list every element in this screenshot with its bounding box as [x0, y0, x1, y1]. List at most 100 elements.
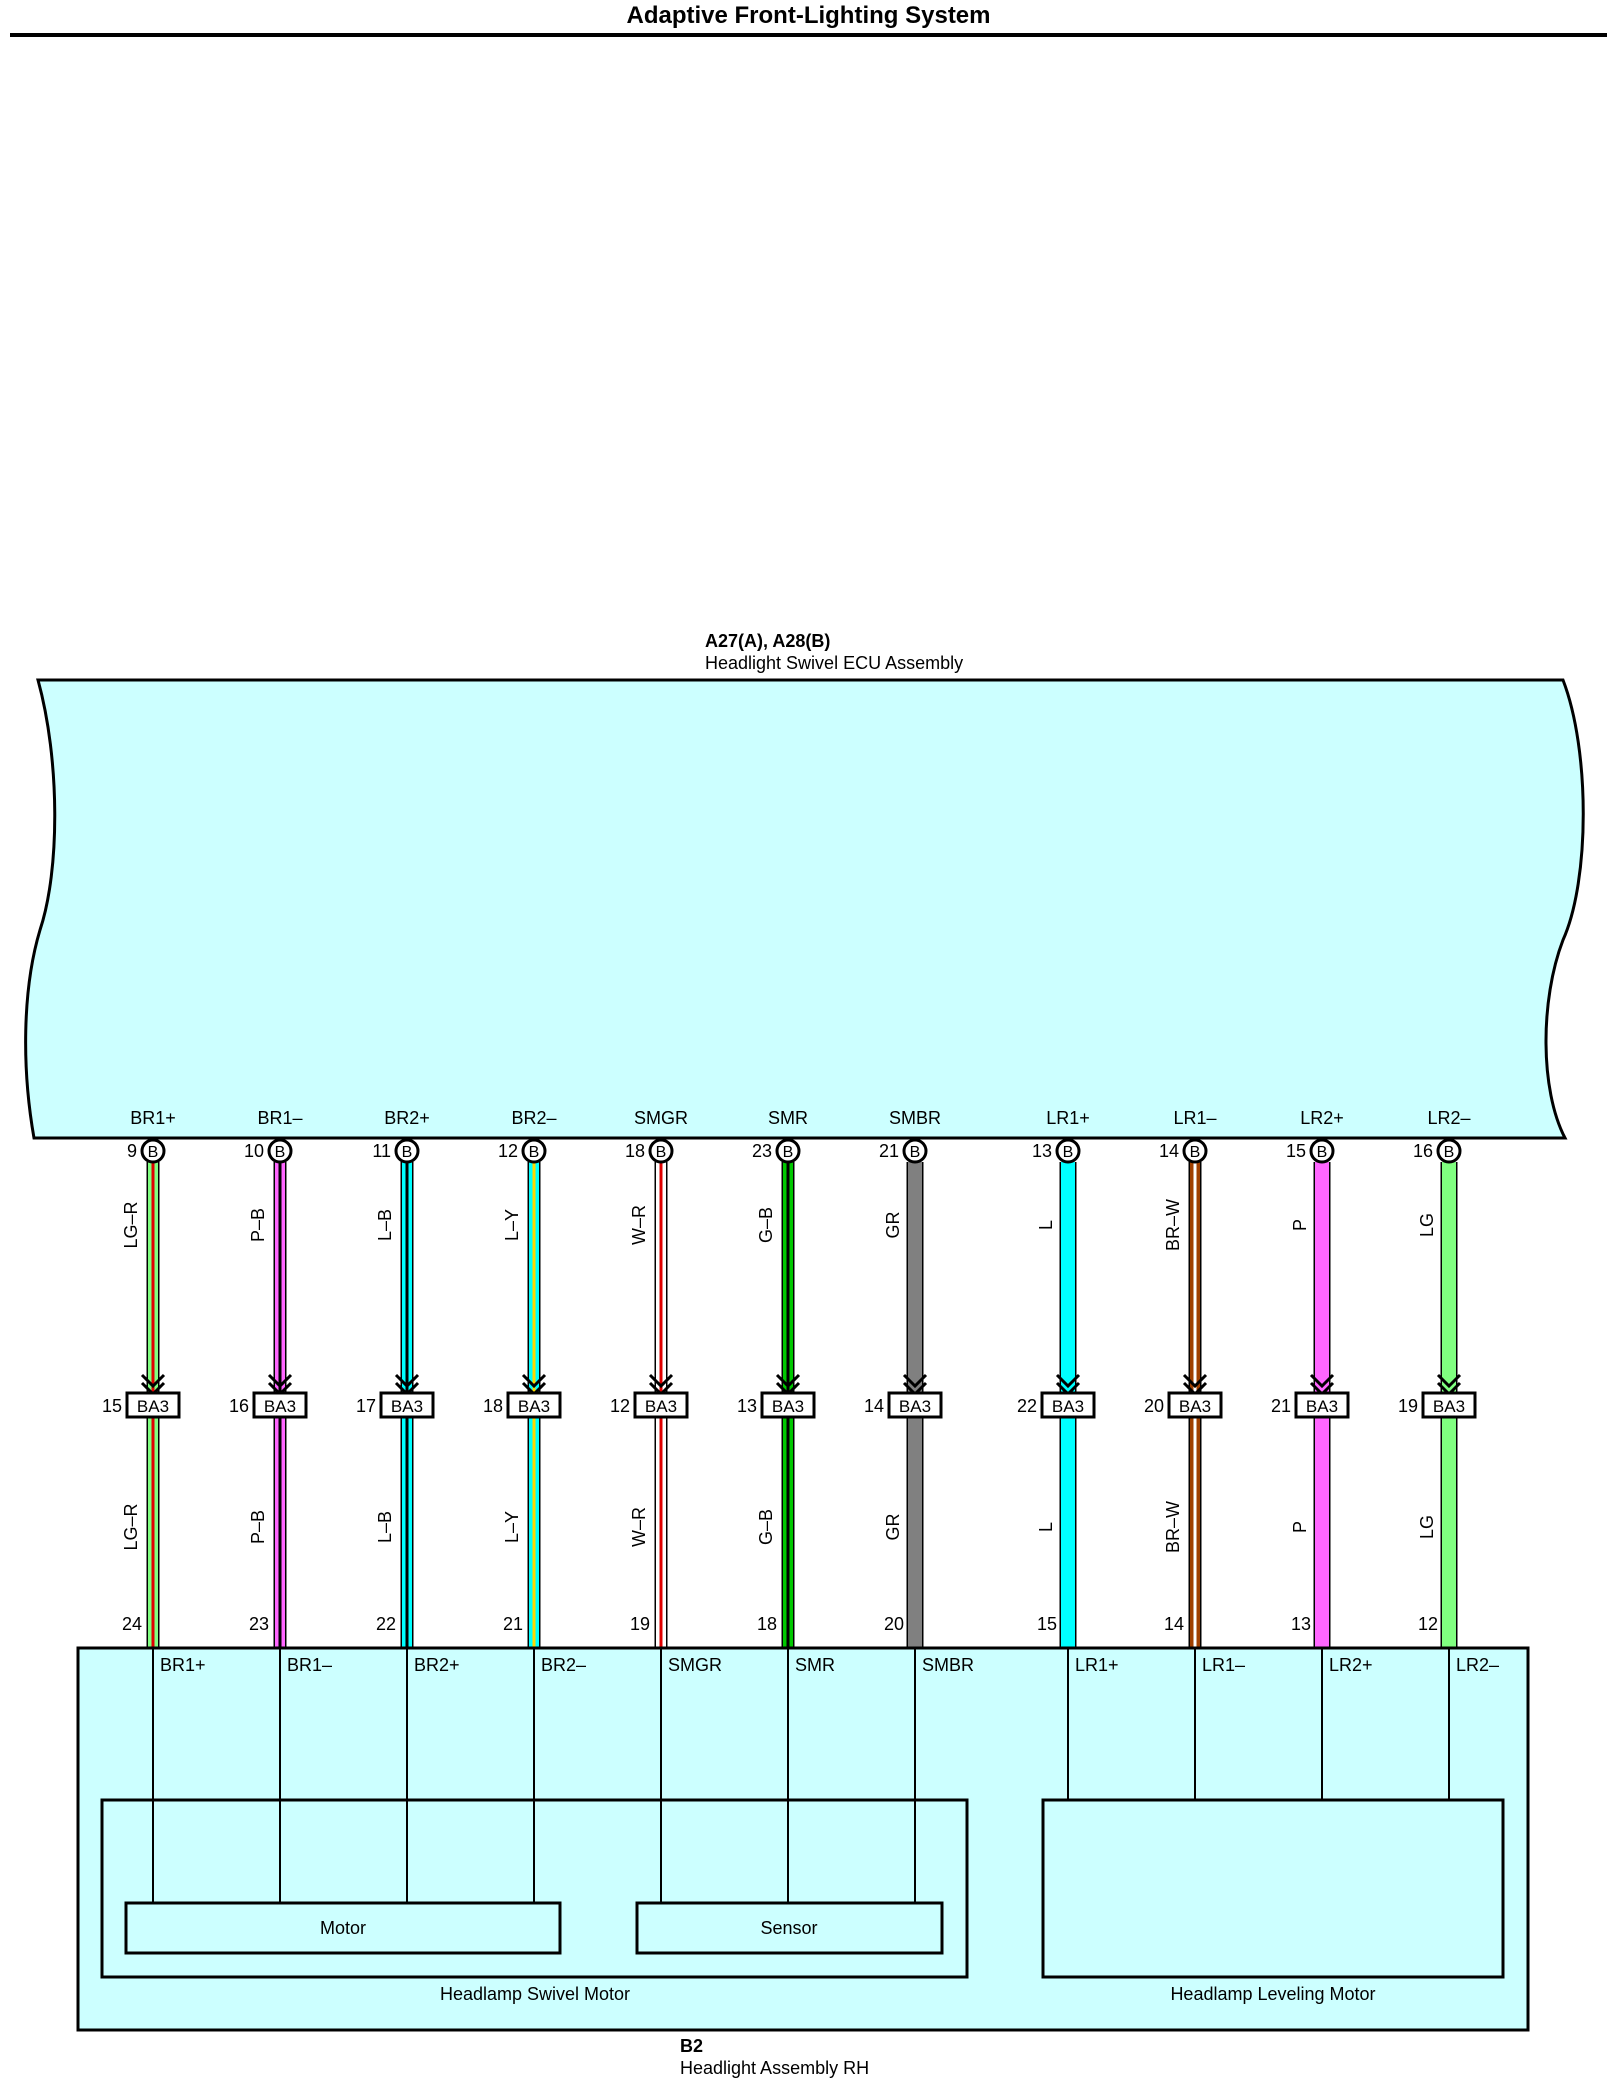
ecu-pin-circle [1182, 1138, 1208, 1164]
ecu-connector-letter: B [529, 1144, 540, 1161]
headlight-terminal-label: LR2+ [1329, 1655, 1373, 1675]
ba3-connector-label: BA3 [137, 1397, 169, 1416]
ba3-connector-label: BA3 [1179, 1397, 1211, 1416]
wires: BR1+B9BA315LG–RLG–R24BR1–B10BA316P–BP–B2… [102, 1108, 1477, 1648]
headlight-terminal-label: LR1+ [1075, 1655, 1119, 1675]
wire-color-code: L [1036, 1522, 1056, 1532]
headlight-pin-number: 22 [376, 1614, 396, 1634]
ba3-connector-box [760, 1391, 816, 1419]
connector-chevron [902, 1373, 928, 1389]
ecu-terminal-label: LR1+ [1046, 1108, 1090, 1128]
ecu-connector-letter: B [1190, 1144, 1201, 1161]
ecu-connector-letter: B [783, 1144, 794, 1161]
ba3-connector-label: BA3 [772, 1397, 804, 1416]
headlight-code: B2 [680, 2036, 703, 2056]
ecu-terminal-label: LR2+ [1300, 1108, 1344, 1128]
ecu-code: A27(A), A28(B) [705, 631, 830, 651]
ba3-connector-box [506, 1391, 562, 1419]
ba3-pin-number: 21 [1271, 1396, 1291, 1416]
headlight-terminal-label: SMBR [922, 1655, 974, 1675]
ba3-pin-number: 19 [1398, 1396, 1418, 1416]
connector-chevron [394, 1373, 420, 1389]
ba3-pin-number: 20 [1144, 1396, 1164, 1416]
headlight-pin-number: 14 [1164, 1614, 1184, 1634]
ecu-connector-letter: B [656, 1144, 667, 1161]
headlight-terminal-label: BR1– [287, 1655, 332, 1675]
connector-chevron [1182, 1373, 1208, 1389]
headlight-pin-number: 24 [122, 1614, 142, 1634]
ba3-connector-box [1421, 1391, 1477, 1419]
ba3-pin-number: 18 [483, 1396, 503, 1416]
ba3-pin-number: 22 [1017, 1396, 1037, 1416]
ba3-connector-label: BA3 [1433, 1397, 1465, 1416]
ecu-connector-letter: B [275, 1144, 286, 1161]
motor-box [124, 1901, 562, 1955]
ecu-name: Headlight Swivel ECU Assembly [705, 653, 963, 673]
ecu-pin-number: 10 [244, 1141, 264, 1161]
ecu-terminal-label: SMGR [634, 1108, 688, 1128]
leveling-motor-label: Headlamp Leveling Motor [1170, 1984, 1375, 2004]
wire-color-code: L–B [375, 1511, 395, 1543]
ecu-pin-number: 13 [1032, 1141, 1052, 1161]
ecu-pin-number: 21 [879, 1141, 899, 1161]
ba3-connector-box [1167, 1391, 1223, 1419]
headlight-terminal-label: SMR [795, 1655, 835, 1675]
ba3-pin-number: 15 [102, 1396, 122, 1416]
ba3-pin-number: 12 [610, 1396, 630, 1416]
headlight-pin-number: 23 [249, 1614, 269, 1634]
wire-color-code: L–Y [502, 1511, 522, 1543]
connector-chevron [1436, 1373, 1462, 1389]
ba3-pin-number: 17 [356, 1396, 376, 1416]
ba3-connector-box [633, 1391, 689, 1419]
ecu-pin-circle [521, 1138, 547, 1164]
wire-color-code: G–B [756, 1509, 776, 1545]
ecu-pin-circle [775, 1138, 801, 1164]
connector-chevron [1309, 1373, 1335, 1389]
wire-color-code: L–B [375, 1209, 395, 1241]
ba3-connector-label: BA3 [264, 1397, 296, 1416]
ba3-pin-number: 16 [229, 1396, 249, 1416]
ecu-pin-circle [1055, 1138, 1081, 1164]
diagram-title: Adaptive Front-Lighting System [626, 2, 991, 29]
connector-chevron [648, 1373, 674, 1389]
ecu-connector-letter: B [910, 1144, 921, 1161]
wire-color-code: LG [1417, 1515, 1437, 1539]
headlight-terminal-label: BR1+ [160, 1655, 206, 1675]
wire-color-code: P–B [248, 1510, 268, 1544]
connector-chevron [521, 1373, 547, 1389]
headlight-terminal-label: BR2– [541, 1655, 586, 1675]
headlight-pin-number: 20 [884, 1614, 904, 1634]
ecu-connector-letter: B [402, 1144, 413, 1161]
ecu-terminal-label: BR2– [511, 1108, 556, 1128]
wire-color-code: L–Y [502, 1209, 522, 1241]
headlight-terminal-label: LR1– [1202, 1655, 1245, 1675]
ecu-pin-number: 14 [1159, 1141, 1179, 1161]
ecu-connector-letter: B [1317, 1144, 1328, 1161]
ecu-pin-number: 23 [752, 1141, 772, 1161]
ecu-body [24, 678, 1585, 1140]
ecu-terminal-label: BR2+ [384, 1108, 430, 1128]
ba3-connector-label: BA3 [518, 1397, 550, 1416]
ba3-connector-box [125, 1391, 181, 1419]
ecu-pin-circle [140, 1138, 166, 1164]
connector-chevron [140, 1373, 166, 1389]
ba3-connector-box [1040, 1391, 1096, 1419]
ba3-connector-box [1294, 1391, 1350, 1419]
connector-chevron [775, 1373, 801, 1389]
ecu-pin-circle [648, 1138, 674, 1164]
ecu-terminal-label: BR1– [257, 1108, 302, 1128]
connector-chevron [267, 1373, 293, 1389]
ecu-terminal-label: SMR [768, 1108, 808, 1128]
ecu-pin-number: 18 [625, 1141, 645, 1161]
wire-color-code: L [1036, 1220, 1056, 1230]
ba3-connector-box [252, 1391, 308, 1419]
ecu-connector-letter: B [148, 1144, 159, 1161]
wire-color-code: LG–R [121, 1201, 141, 1248]
ba3-connector-box [379, 1391, 435, 1419]
ecu-pin-circle [1309, 1138, 1335, 1164]
ecu-pin-number: 12 [498, 1141, 518, 1161]
ecu-pin-number: 9 [127, 1141, 137, 1161]
sensor-box [635, 1901, 944, 1955]
wire-color-code: W–R [629, 1205, 649, 1245]
